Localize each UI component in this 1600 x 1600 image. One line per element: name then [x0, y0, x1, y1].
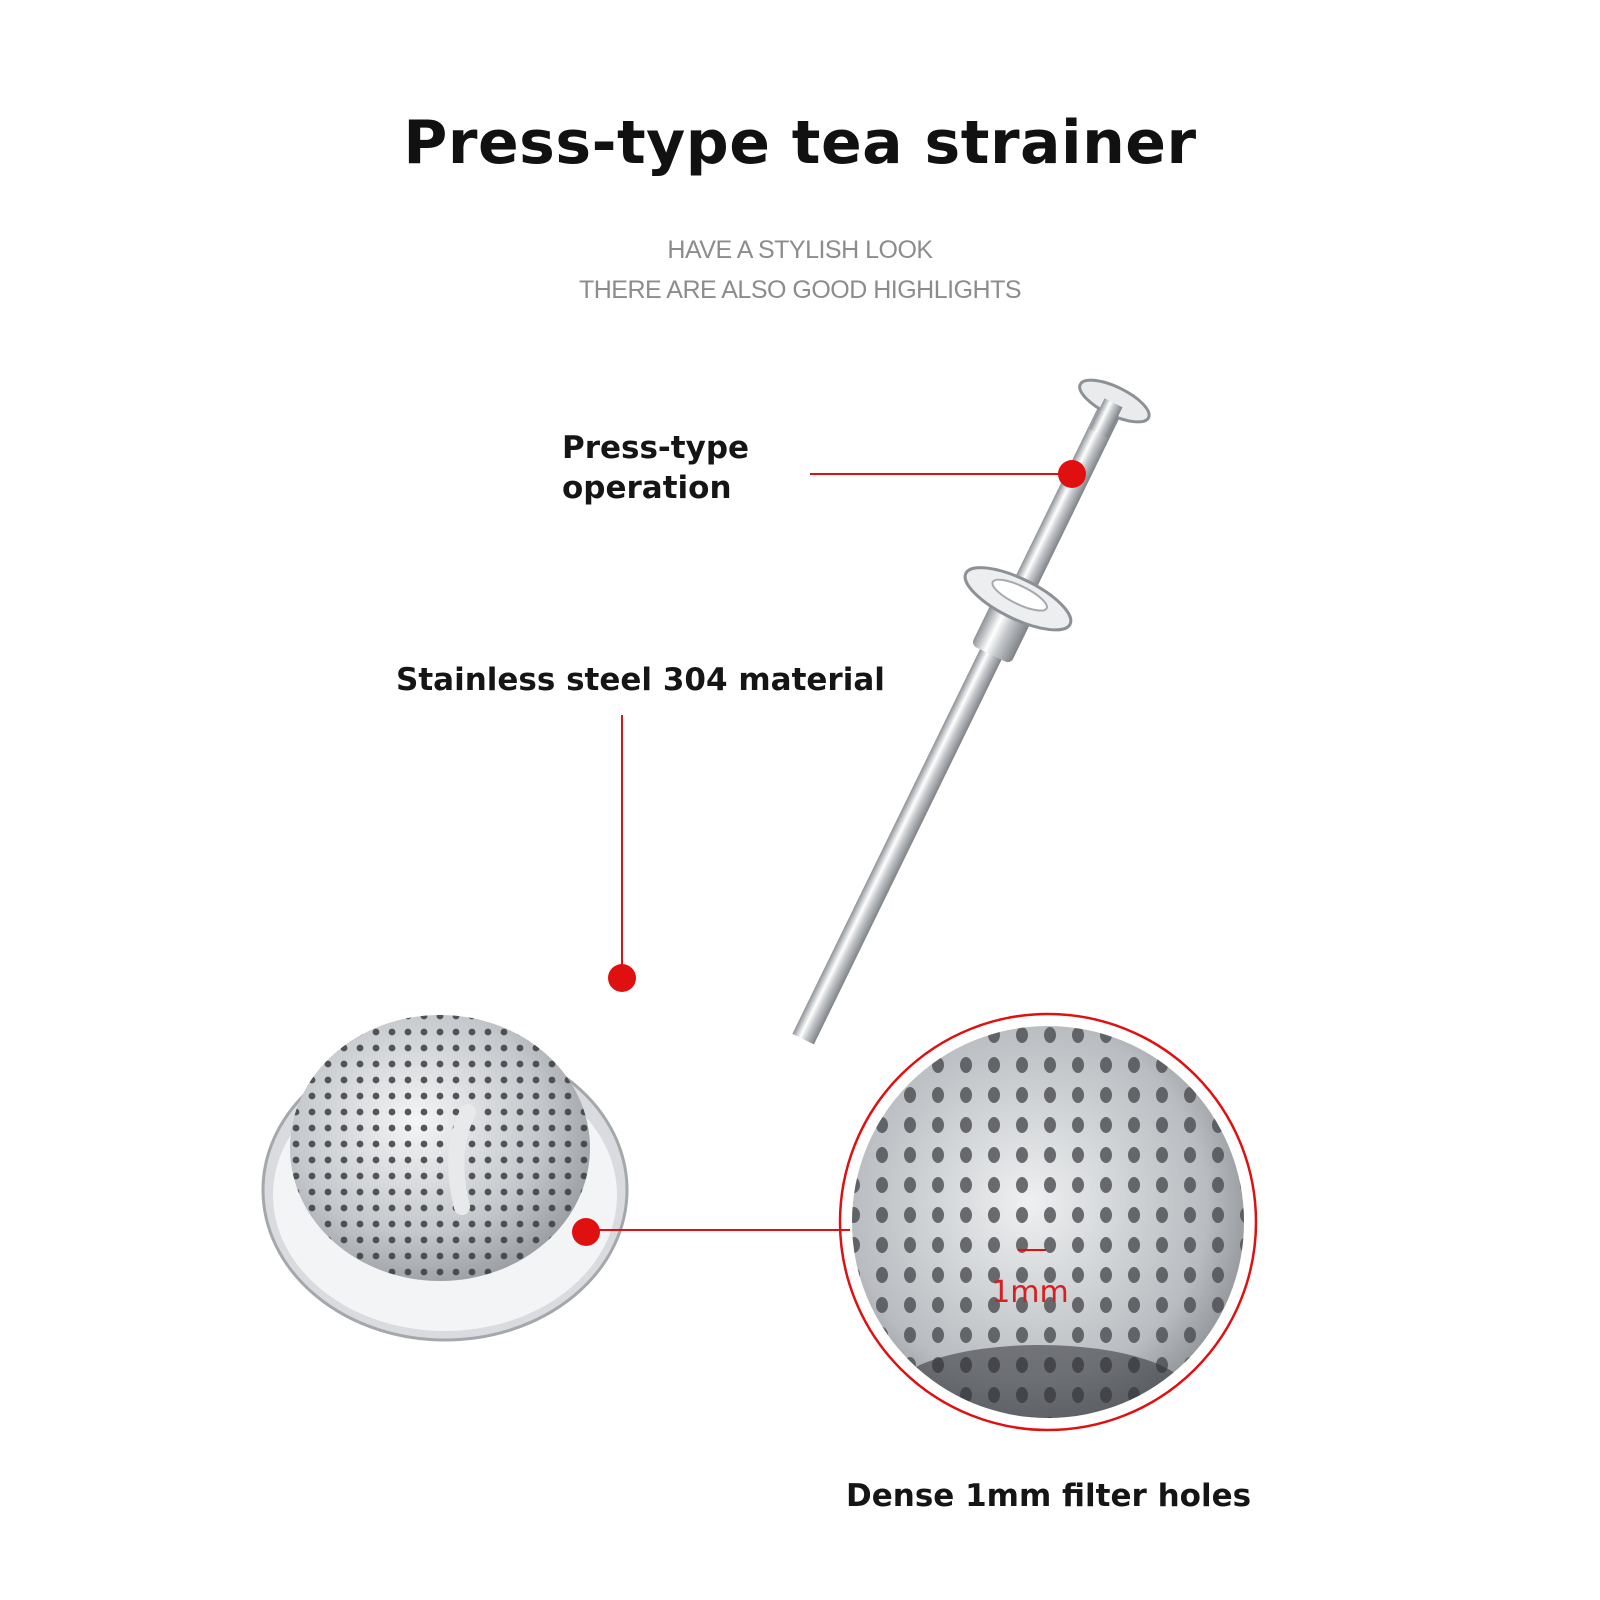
strainer-handle	[792, 378, 1151, 1045]
callout-material: Stainless steel 304 material	[396, 662, 885, 698]
subtitle-line-2: THERE ARE ALSO GOOD HIGHLIGHTS	[578, 276, 1022, 304]
subtitle-line-1: HAVE A STYLISH LOOK	[667, 236, 933, 264]
callout-press-operation: Press-type operation	[562, 430, 750, 506]
callout-lines	[586, 473, 1068, 1231]
red-dot-marker-icon	[1058, 460, 1086, 488]
page-title: Press-type tea strainer	[403, 108, 1197, 178]
strainer-ball	[261, 1015, 629, 1342]
zoom-detail: 1mm	[838, 1012, 1258, 1432]
callout-filter-holes: Dense 1mm filter holes	[846, 1478, 1252, 1514]
red-dot-marker-icon	[608, 964, 636, 992]
zoom-measurement-label: 1mm	[991, 1275, 1069, 1310]
red-dot-marker-icon	[572, 1218, 600, 1246]
